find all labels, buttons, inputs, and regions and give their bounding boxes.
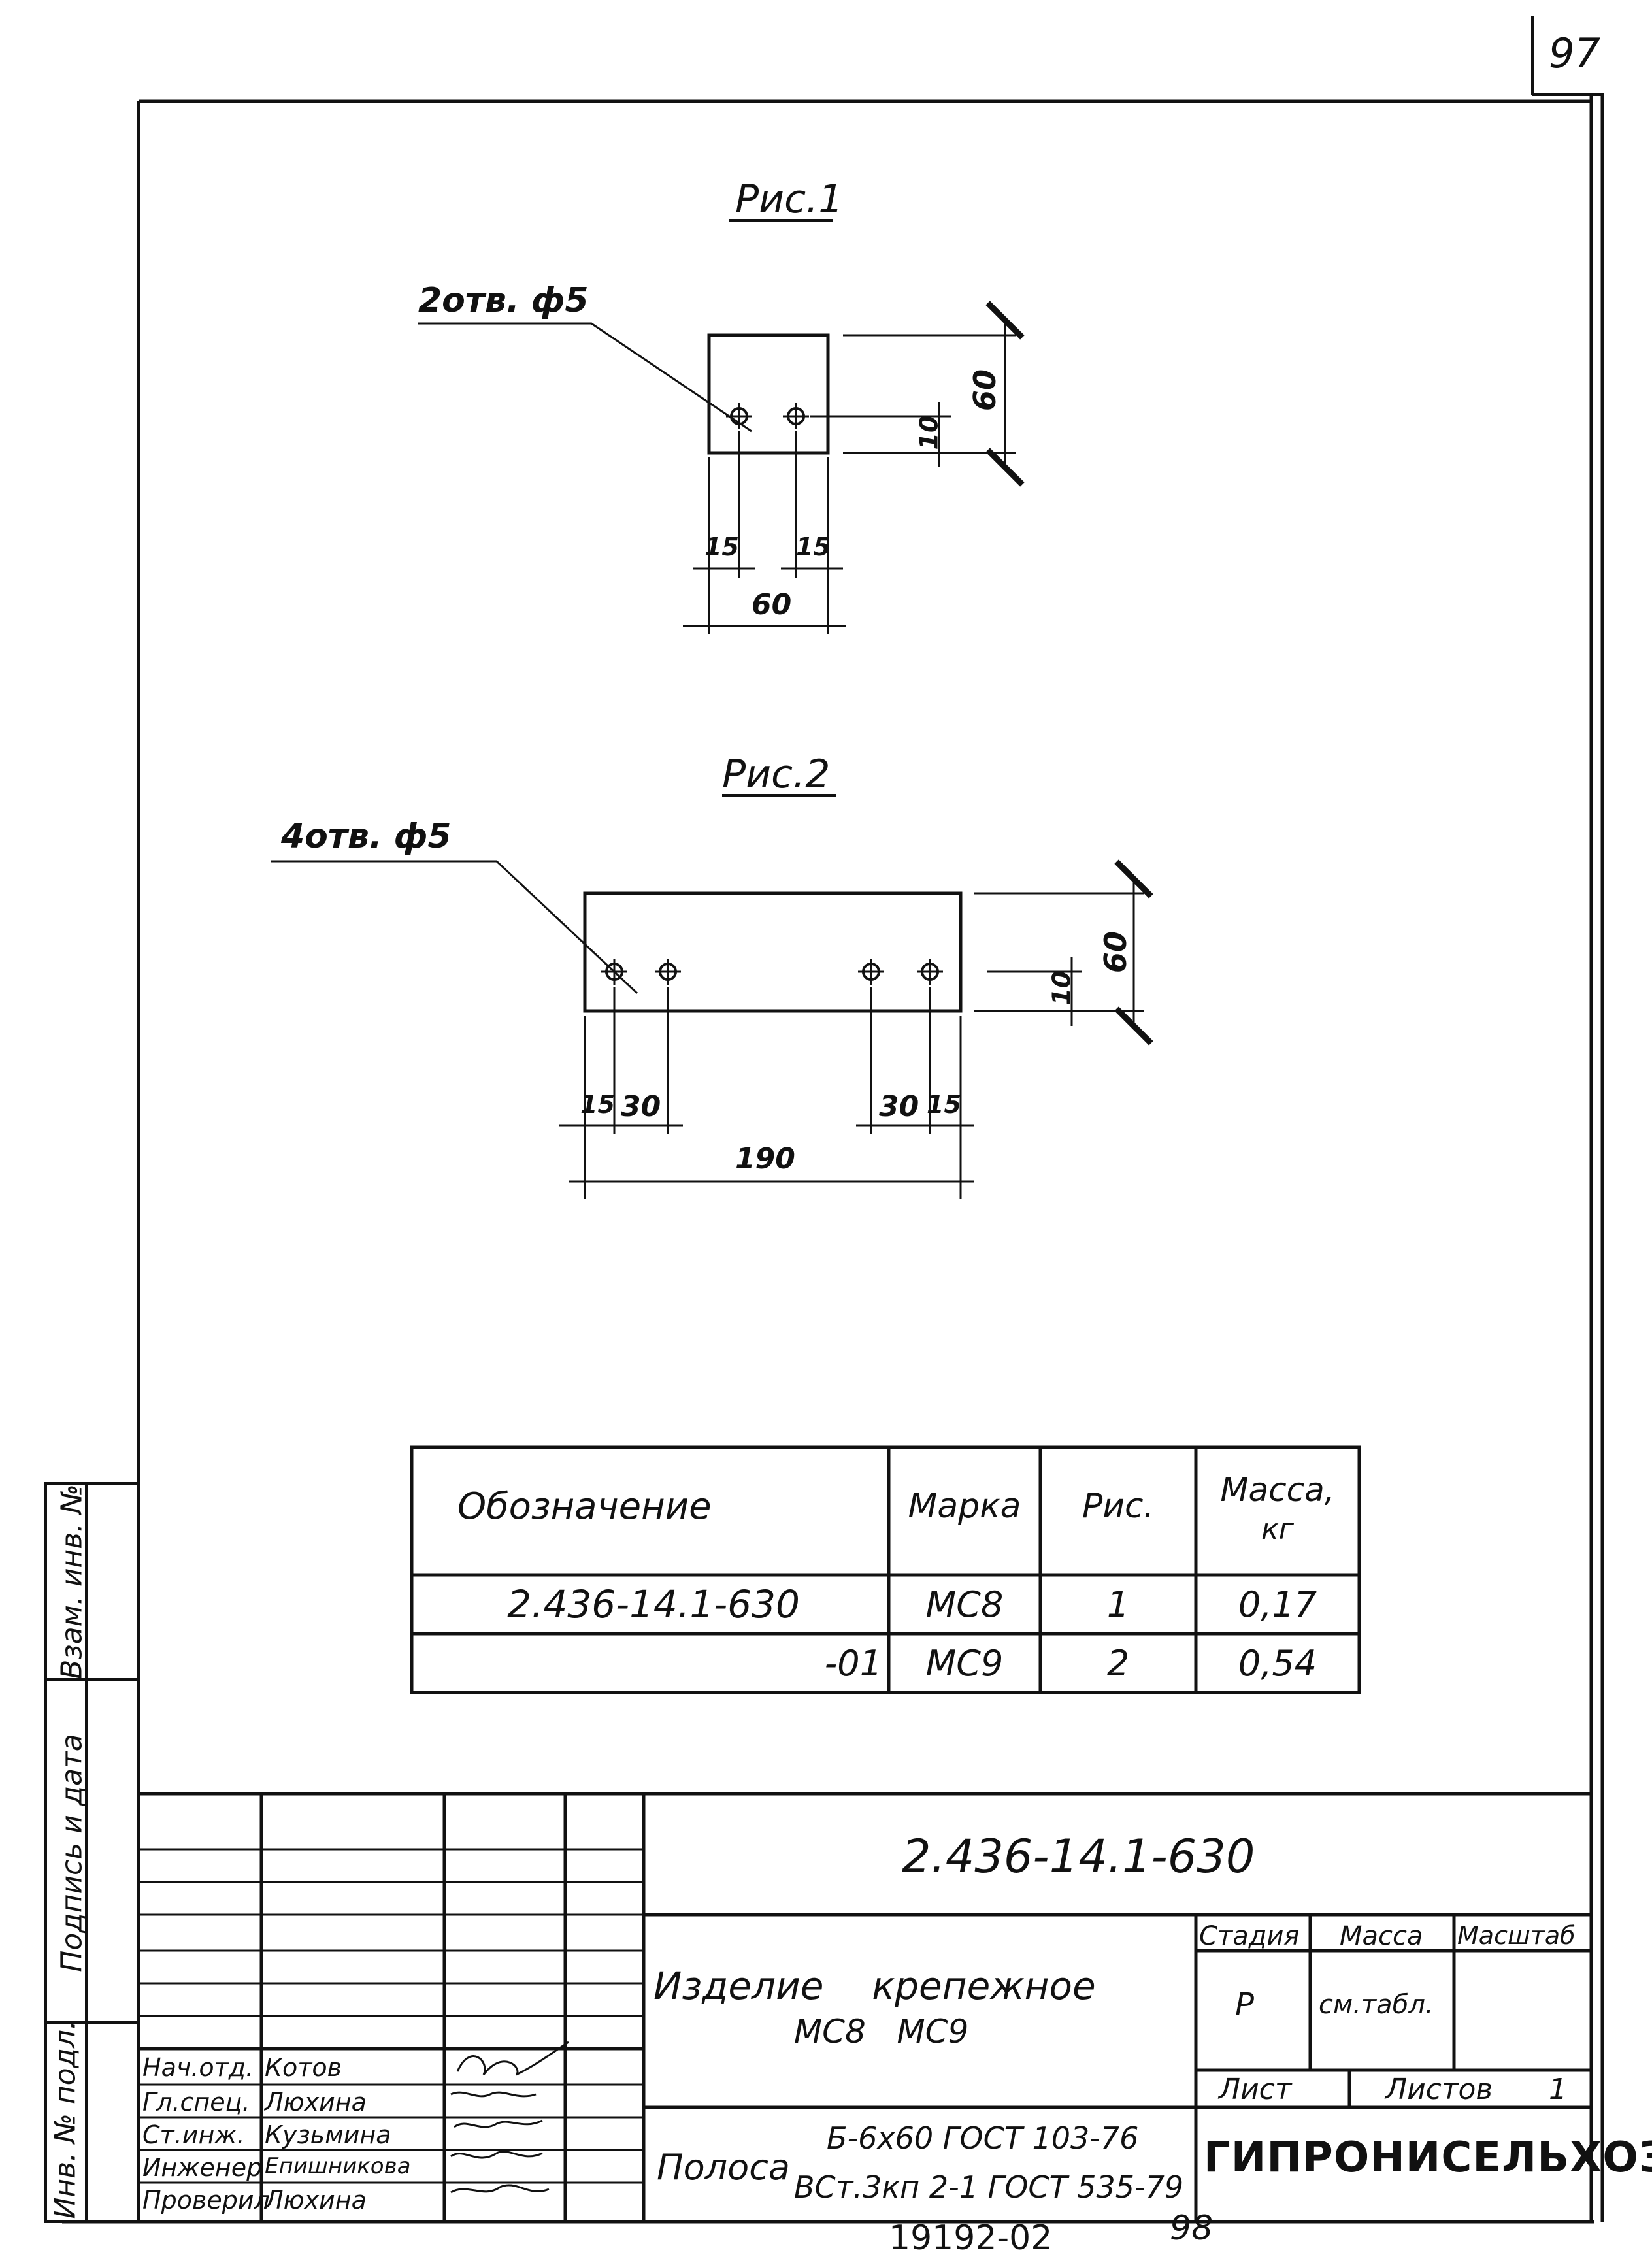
document-code: 2.436-14.1-630 — [902, 1830, 1255, 1883]
scale-header: Масштаб — [1457, 1921, 1576, 1950]
figure2-dim-left-edge: 15 — [580, 1090, 615, 1119]
stage-header: Стадия — [1199, 1921, 1300, 1951]
spec-row1-mass: 0,17 — [1238, 1583, 1317, 1625]
spec-row2-mass: 0,54 — [1238, 1642, 1317, 1684]
figure1-dim-height: 60 — [967, 369, 1003, 412]
item-name-line1: Изделие крепежное — [653, 1964, 1096, 2008]
material-label: Полоса — [657, 2147, 790, 2188]
spec-header-mark: Марка — [908, 1487, 1021, 1526]
spec-header-figure: Рис. — [1082, 1487, 1155, 1526]
figure1-drawing — [418, 219, 1025, 634]
figure2-dim-left-spacing: 30 — [621, 1090, 661, 1123]
title-block-left-rows — [139, 1848, 644, 2184]
figure2-dim-right-spacing: 30 — [879, 1090, 919, 1123]
spec-row2-designation: -01 — [824, 1642, 882, 1684]
figure2-holes-label: 4отв. ф5 — [281, 817, 452, 856]
figure1-dim-hole-offset: 10 — [914, 415, 944, 450]
side-stamp-signature-date: Подпись и дата — [55, 1734, 89, 1972]
spec-row1-designation: 2.436-14.1-630 — [507, 1582, 800, 1626]
spec-header-designation: Обозначение — [457, 1485, 712, 1528]
spec-row2-mark: МС9 — [925, 1642, 1004, 1684]
staff-role-2: Гл.спец. — [142, 2088, 250, 2117]
staff-name-1: Котов — [265, 2053, 342, 2082]
sheet-frame — [62, 95, 1604, 2224]
spec-header-mass-unit: кг — [1261, 1512, 1294, 1546]
sheet-label: Лист — [1219, 2073, 1292, 2106]
spec-row1-figure: 1 — [1106, 1583, 1130, 1625]
material-line1: Б-6х60 ГОСТ 103-76 — [827, 2121, 1139, 2156]
side-stamp — [44, 1482, 139, 2223]
figure2-dim-width: 190 — [735, 1142, 795, 1176]
sheets-value: 1 — [1549, 2073, 1567, 2106]
material-line2: ВСт.3кп 2-1 ГОСТ 535-79 — [794, 2170, 1184, 2205]
organization-name: ГИПРОНИСЕЛЬХОЗ — [1204, 2134, 1652, 2182]
staff-role-5: Проверил — [142, 2186, 270, 2215]
spec-row2-figure: 2 — [1106, 1642, 1130, 1684]
spec-table-grid — [410, 1445, 1361, 1694]
sheets-label: Листов — [1385, 2073, 1493, 2106]
figure1-dim-right-edge: 15 — [796, 533, 831, 561]
archive-number: 19192-02 — [889, 2219, 1053, 2258]
figure1-holes-label: 2отв. ф5 — [418, 281, 589, 320]
staff-role-3: Ст.инж. — [142, 2121, 245, 2149]
page-ref: 98 — [1170, 2209, 1214, 2248]
item-name-line2: МС8 МС9 — [794, 2013, 969, 2051]
staff-name-5: Люхина — [265, 2186, 367, 2215]
page-number: 97 — [1549, 29, 1600, 77]
staff-name-2: Люхина — [265, 2088, 367, 2117]
figure1-dim-width: 60 — [752, 588, 792, 621]
figure2-drawing — [271, 794, 1153, 1199]
spec-header-mass: Масса, — [1220, 1471, 1335, 1509]
staff-role-4: Инженер — [142, 2153, 263, 2182]
figure2-title: Рис.2 — [722, 751, 831, 797]
signatures — [450, 2041, 569, 2194]
staff-role-1: Нач.отд. — [142, 2053, 254, 2082]
stage-value: Р — [1235, 1987, 1254, 2023]
figure1-title: Рис.1 — [735, 176, 844, 222]
side-stamp-inv-original: Инв. № подл. — [48, 2020, 82, 2219]
spec-row1-mark: МС8 — [925, 1583, 1004, 1625]
mass-header: Масса — [1340, 1921, 1423, 1951]
staff-name-3: Кузьмина — [265, 2121, 391, 2149]
side-stamp-inv-replace: Взам. инв. № — [55, 1484, 89, 1679]
figure2-dim-right-edge: 15 — [927, 1090, 961, 1119]
staff-name-4: Епишникова — [265, 2153, 411, 2179]
figure2-dim-hole-offset: 10 — [1047, 970, 1076, 1006]
figure2-dim-height: 60 — [1098, 931, 1134, 974]
mass-value: см.табл. — [1319, 1990, 1434, 2020]
figure1-dim-left-edge: 15 — [704, 533, 739, 561]
